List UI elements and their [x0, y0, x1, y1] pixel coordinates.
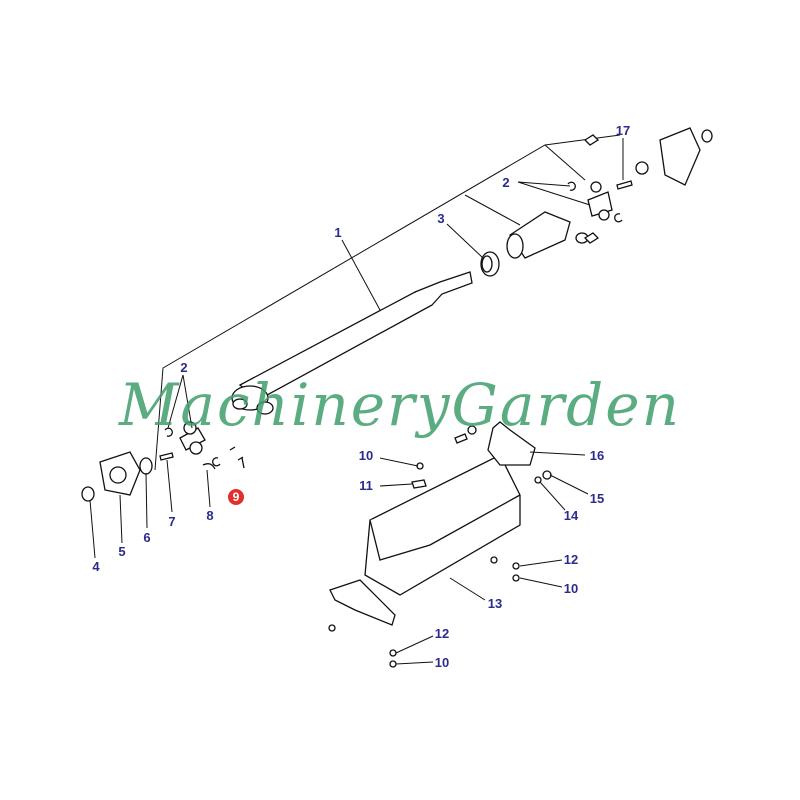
callout-16: 16: [590, 448, 604, 463]
universal-joint-right: [567, 134, 623, 244]
callout-10-a: 10: [359, 448, 373, 463]
assembly-bracket-lines: [154, 134, 621, 471]
callout-1: 1: [334, 225, 341, 240]
callout-12-b: 12: [435, 626, 449, 641]
callout-7: 7: [168, 514, 175, 529]
callout-8: 8: [206, 508, 213, 523]
callout-2-right: 2: [502, 175, 509, 190]
callout-9-highlighted: 9: [233, 490, 240, 504]
callout-15: 15: [590, 491, 604, 506]
flange-yoke-rear: [616, 127, 713, 190]
small-hardware: [328, 462, 552, 668]
bearing: [480, 251, 500, 277]
callout-14: 14: [564, 508, 579, 523]
callout-10-b: 10: [564, 581, 578, 596]
callout-6: 6: [143, 530, 150, 545]
callout-12-a: 12: [564, 552, 578, 567]
highlight-marker: [228, 489, 244, 505]
leader-lines: [89, 138, 624, 665]
callout-labels: 1 2 2 3 4 5 6 7 8 9 10 11 12 10 13 12 10…: [92, 123, 630, 670]
callout-13: 13: [488, 596, 502, 611]
callout-10-c: 10: [435, 655, 449, 670]
drive-shaft-tube: [231, 271, 473, 415]
callout-3: 3: [437, 211, 444, 226]
support-bracket: [454, 421, 536, 466]
callout-2-left: 2: [180, 360, 187, 375]
flange-yoke-front: [81, 451, 245, 502]
callout-5: 5: [118, 544, 125, 559]
watermark: MachineryGarden: [118, 371, 681, 439]
callout-4: 4: [92, 559, 100, 574]
callout-11: 11: [359, 478, 373, 493]
slip-yoke: [506, 211, 589, 259]
shaft-guard: [329, 454, 521, 626]
callout-17: 17: [616, 123, 630, 138]
universal-joint-left: [164, 421, 244, 470]
